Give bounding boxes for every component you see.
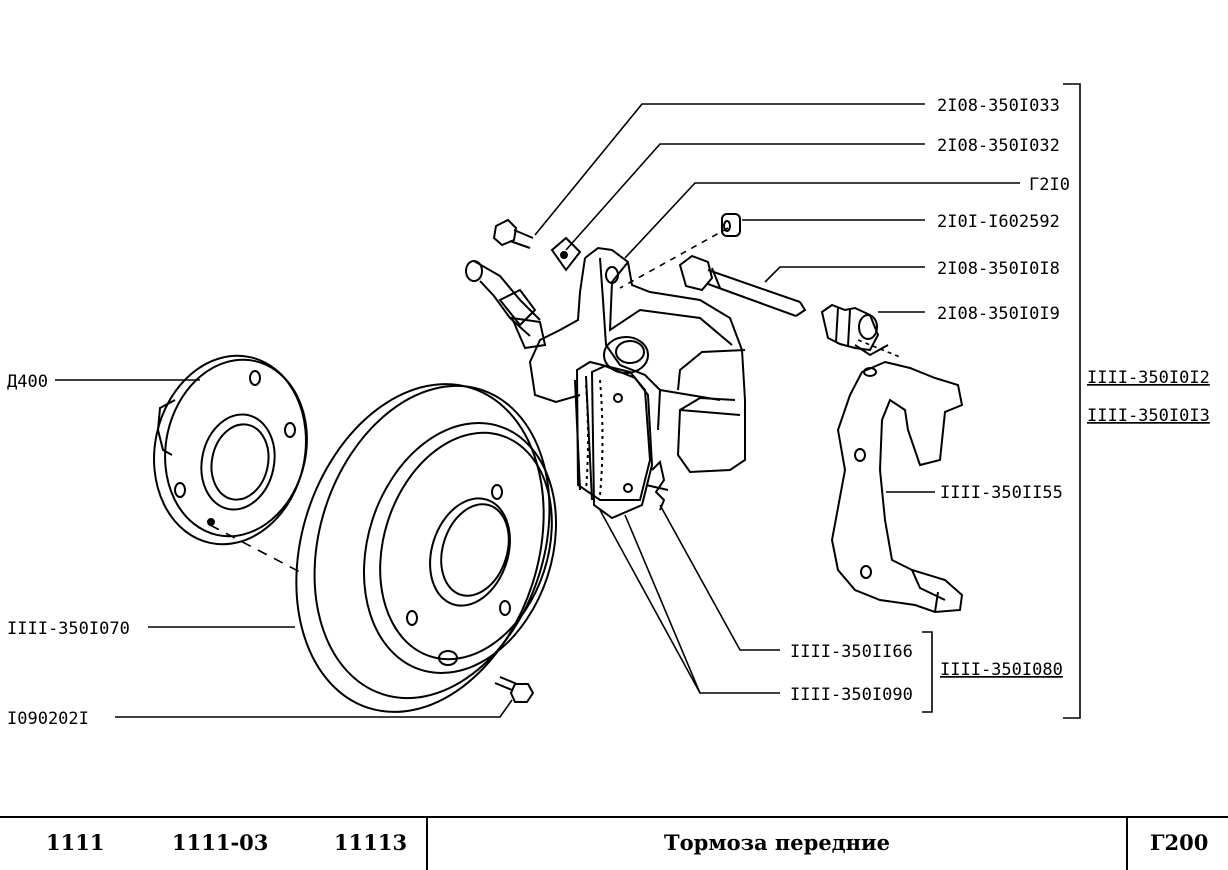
hub-drawing bbox=[153, 354, 308, 546]
bracket-drawing bbox=[830, 344, 964, 614]
guide-pin-drawing bbox=[678, 254, 807, 317]
label-bracket: IIII-350II55 bbox=[940, 483, 1063, 503]
label-pad-kit: IIII-350I080 bbox=[940, 660, 1063, 680]
label-guide-pin: 2I08-350I0I8 bbox=[937, 259, 1060, 279]
label-pads: IIII-350I090 bbox=[790, 685, 913, 705]
spring-drawing bbox=[645, 460, 669, 511]
label-lock-plate: 2I08-350I032 bbox=[937, 136, 1060, 156]
label-boot: 2I08-350I0I9 bbox=[937, 304, 1060, 324]
label-disc: IIII-350I070 bbox=[7, 619, 130, 639]
footer-code: Г200 bbox=[1150, 830, 1209, 855]
label-spring: IIII-350II66 bbox=[790, 642, 913, 662]
caliper-drawing bbox=[528, 246, 746, 474]
hose-fitting-drawing bbox=[465, 260, 547, 350]
leader-lines bbox=[55, 83, 1081, 719]
label-disc-bolt: I090202I bbox=[7, 709, 89, 729]
label-caliper-hw: Г2I0 bbox=[1029, 175, 1070, 195]
footer-model-3: 11113 bbox=[334, 830, 408, 855]
brake-pads-drawing bbox=[574, 360, 654, 520]
label-hub: Д400 bbox=[7, 372, 48, 392]
disc-drawing bbox=[295, 383, 558, 713]
footer-divider-1 bbox=[426, 818, 428, 870]
label-caliper-asm-2: IIII-350I0I3 bbox=[1087, 406, 1210, 426]
footer-divider-2 bbox=[1126, 818, 1128, 870]
top-bolt-drawing bbox=[492, 218, 582, 272]
footer-model-2: 1111-03 bbox=[172, 830, 269, 855]
cap-drawing bbox=[721, 213, 741, 237]
label-bolt-top: 2I08-350I033 bbox=[937, 96, 1060, 116]
footer-title: Тормоза передние bbox=[664, 830, 890, 855]
disc-bolt-drawing bbox=[494, 676, 535, 703]
label-cap: 2I0I-I602592 bbox=[937, 212, 1060, 232]
footer-model-1: 1111 bbox=[46, 830, 105, 855]
boot-drawing bbox=[820, 303, 880, 352]
footer-bar: 1111 1111-03 11113 Тормоза передние Г200 bbox=[0, 816, 1228, 870]
label-caliper-asm-1: IIII-350I0I2 bbox=[1087, 368, 1210, 388]
